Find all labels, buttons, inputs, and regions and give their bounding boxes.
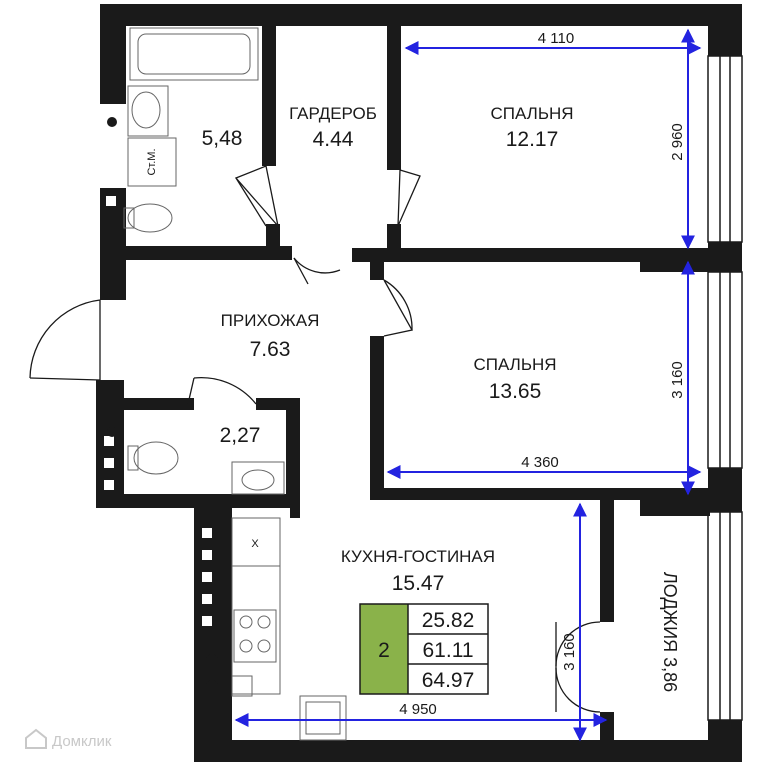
dim-bedroom2-height: 3 160 — [669, 361, 686, 399]
walls — [96, 4, 742, 762]
bedroom2-name: СПАЛЬНЯ — [473, 355, 556, 374]
watermark-text: Домклик — [52, 733, 112, 750]
fixtures — [123, 27, 347, 741]
domclick-logo-icon — [25, 728, 47, 749]
area-summary-table: 2 25.82 61.11 64.97 — [359, 603, 489, 695]
pipe-circles — [107, 117, 218, 692]
washing-machine-label: Ст.М. — [146, 148, 158, 175]
bathroom-area: 5,48 — [202, 127, 243, 150]
living-area: 25.82 — [422, 609, 475, 632]
rooms-count: 2 — [378, 639, 390, 662]
dim-kitchen-width: 4 950 — [399, 701, 437, 718]
kitchen-name: КУХНЯ-ГОСТИНАЯ — [341, 547, 495, 566]
doors — [29, 165, 601, 713]
bedroom1-name: СПАЛЬНЯ — [490, 104, 573, 123]
hallway-area: 7.63 — [250, 338, 291, 361]
dimension-lines — [234, 28, 702, 742]
loggia-label: ЛОДЖИЯ 3,86 — [660, 572, 680, 692]
bedroom1-area: 12.17 — [506, 128, 559, 151]
bedroom2-area: 13.65 — [489, 380, 542, 403]
windows-right — [707, 55, 743, 721]
wardrobe-area: 4.44 — [313, 128, 354, 151]
dim-bedroom1-height: 2 960 — [669, 123, 686, 161]
dim-kitchen-height: 3 160 — [561, 633, 578, 671]
rooms-count-badge — [360, 604, 408, 694]
window-notches-left — [104, 118, 212, 626]
wardrobe-name: ГАРДЕРОБ — [289, 104, 377, 123]
total-area: 61.11 — [423, 639, 474, 662]
dim-bedroom2-width: 4 360 — [521, 454, 559, 471]
fridge-label: Х — [251, 538, 259, 550]
hallway-name: ПРИХОЖАЯ — [221, 311, 320, 330]
kitchen-area: 15.47 — [392, 572, 445, 595]
dim-bedroom1-width: 4 110 — [538, 30, 574, 47]
watermark: Домклик — [25, 728, 112, 750]
wc-area: 2,27 — [220, 424, 261, 447]
total-with-loggia: 64.97 — [422, 669, 475, 692]
